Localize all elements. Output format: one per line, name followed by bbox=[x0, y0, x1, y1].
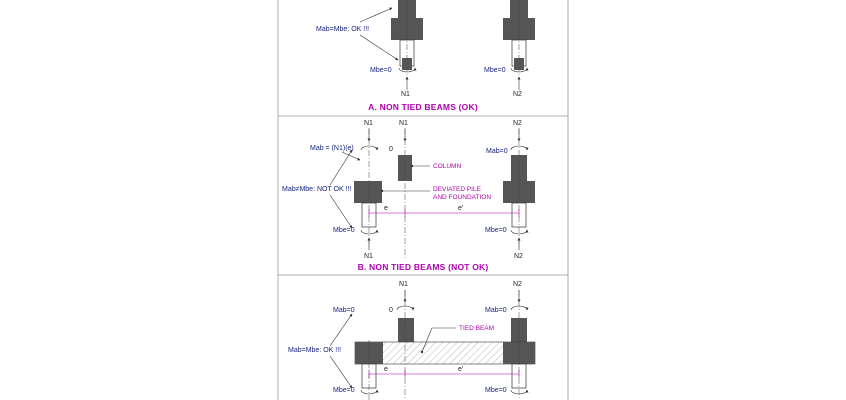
drawing-frame bbox=[277, 0, 569, 400]
mab-mbe-ok-label: Mab=Mbe: OK !!! bbox=[316, 26, 369, 33]
mbe-c-left-label: Mbe=0 bbox=[333, 387, 355, 394]
panel-c: N1 N2 0 e e' TIED BEAM Mab=0 Mab= bbox=[288, 281, 536, 400]
tied-beam-leader-dot bbox=[420, 350, 424, 354]
moment-arc-b-bottom-right bbox=[510, 229, 529, 235]
leader-c-bottom bbox=[329, 355, 353, 389]
mab-not-ok-label: Mab≠Mbe: NOT OK !!! bbox=[282, 186, 352, 193]
column-c-right bbox=[511, 318, 527, 342]
moment-arc-c-bottom-left bbox=[360, 389, 379, 395]
moment-arc-b-top-right bbox=[510, 145, 529, 151]
column-c-left bbox=[398, 318, 414, 342]
tied-beam-leader bbox=[421, 327, 433, 353]
panel-b: N1 N1 N2 0 e e' COLUMN DEVIAT bbox=[282, 120, 535, 272]
moment-arc-b-top-left bbox=[360, 145, 379, 151]
column-left bbox=[398, 0, 416, 20]
column-b bbox=[398, 155, 412, 181]
column-b-right bbox=[511, 155, 527, 181]
leader-a-bottom bbox=[359, 34, 399, 61]
leader-a-top bbox=[359, 7, 393, 23]
mbe-c-right-label: Mbe=0 bbox=[485, 387, 507, 394]
column-right bbox=[510, 0, 528, 20]
mab-ok-c-label: Mab=Mbe: OK !!! bbox=[288, 347, 341, 354]
deviated-leader-dot bbox=[380, 189, 384, 193]
mab-c-right-label: Mab=0 bbox=[485, 307, 507, 314]
footing-right bbox=[503, 18, 535, 40]
zero-c-label: 0 bbox=[389, 307, 393, 314]
e-c-label: e bbox=[384, 366, 388, 373]
deviated-label-1: DEVIATED PILE bbox=[433, 186, 482, 193]
mab-eq-label: Mab = (N1)(e) bbox=[310, 145, 354, 152]
n2-c-label: N2 bbox=[513, 281, 522, 288]
mab-c-left-label: Mab=0 bbox=[333, 307, 355, 314]
n2-top-label: N2 bbox=[513, 120, 522, 127]
column-leader-dot bbox=[410, 164, 414, 168]
leader-c-top bbox=[329, 313, 353, 347]
e-prime-c-label: e' bbox=[458, 366, 463, 373]
n2-bottom-label: N2 bbox=[514, 253, 523, 260]
n1-outer-label: N1 bbox=[364, 120, 373, 127]
column-label: COLUMN bbox=[433, 163, 461, 170]
n1-label: N1 bbox=[401, 91, 410, 98]
panel-b-title: B. NON TIED BEAMS (NOT OK) bbox=[358, 262, 489, 272]
mbe-b-left-label: Mbe=0 bbox=[333, 227, 355, 234]
tied-beam-label: TIED BEAM bbox=[459, 325, 494, 332]
n2-label: N2 bbox=[513, 91, 522, 98]
leader-mab-eq bbox=[341, 151, 361, 161]
deviated-footing bbox=[354, 181, 382, 203]
panel-a-title: A. NON TIED BEAMS (OK) bbox=[368, 102, 478, 112]
mbe-b-right-label: Mbe=0 bbox=[485, 227, 507, 234]
deviated-label-2: AND FOUNDATION bbox=[433, 194, 491, 201]
mbe-left-label: Mbe=0 bbox=[370, 67, 392, 74]
zero-top-label: 0 bbox=[389, 146, 393, 153]
moment-arc-c-bottom-right bbox=[510, 389, 529, 395]
moment-arc-left bbox=[398, 67, 417, 73]
footing-left bbox=[391, 18, 423, 40]
n1-inner-label: N1 bbox=[399, 120, 408, 127]
n1-bottom-label: N1 bbox=[364, 253, 373, 260]
e-prime-label: e' bbox=[458, 205, 463, 212]
moment-arc-b-bottom-left bbox=[360, 229, 379, 235]
panel-a: Mab=Mbe: OK !!! Mbe=0 Mbe=0 N1 N2 A. NON… bbox=[316, 0, 535, 112]
leader-not-ok-bottom bbox=[329, 194, 353, 229]
moment-arc-right bbox=[510, 67, 529, 73]
leader-not-ok-top bbox=[329, 149, 353, 186]
e-label: e bbox=[384, 205, 388, 212]
mbe-right-label: Mbe=0 bbox=[484, 67, 506, 74]
n1-c-label: N1 bbox=[399, 281, 408, 288]
mab-right-label: Mab=0 bbox=[486, 148, 508, 155]
